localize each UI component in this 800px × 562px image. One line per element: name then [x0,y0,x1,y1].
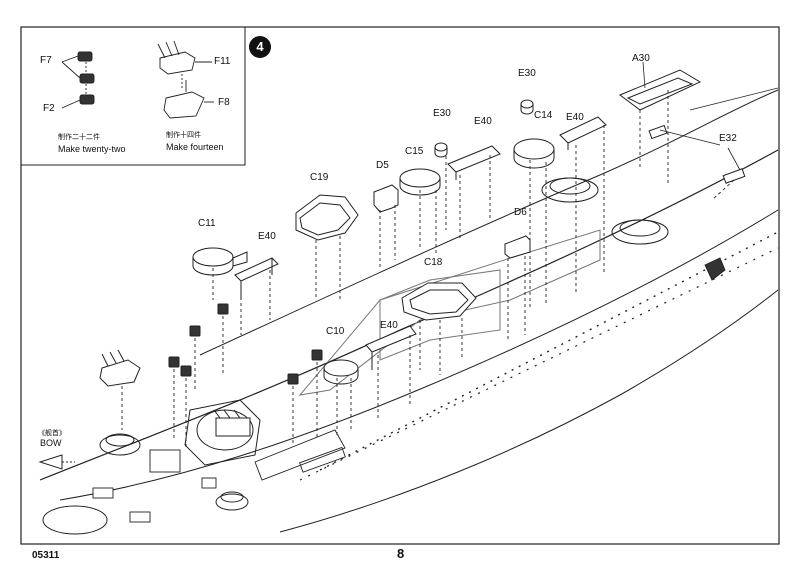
turret-forward-main [184,399,261,466]
part-d6 [504,235,531,259]
label-f11: F11 [214,56,231,67]
part-c19 [295,194,359,241]
hull-waterline [279,289,779,533]
part-e40-b [447,145,501,180]
model-code: 05311 [32,550,60,561]
deck-edge-top [199,89,779,356]
label-e30-b: E30 [518,68,536,79]
bow-label: BOW [40,438,62,448]
part-c18 [401,282,477,321]
hull-outline [39,149,779,481]
bow-label-cn: 《舰首》 [38,429,66,437]
inset-turret-f7-stack [61,51,95,109]
part-a30 [619,69,702,111]
label-e30-a: E30 [433,108,451,119]
inset-turret-f11 [157,40,214,119]
part-c10 [323,359,359,385]
part-c15 [399,168,441,196]
part-e40-a [234,257,279,300]
step-number-badge: 4 [249,36,271,58]
part-c14 [513,138,555,169]
hull-side-line [59,209,779,501]
part-d5 [373,184,399,213]
label-e40-a: E40 [258,231,276,242]
part-e30-a [434,142,448,158]
part-c11 [192,247,248,276]
label-d6: D6 [514,207,527,218]
bow-arrow [38,454,63,470]
label-c11: C11 [198,218,216,229]
part-e40-d [365,325,417,370]
label-c19: C19 [310,172,329,183]
part-e40-c [559,116,607,150]
part-e30-b [520,99,534,115]
label-c15: C15 [405,146,424,157]
label-f7: F7 [40,55,52,66]
note-cn-right: 制作十四件 [166,131,201,139]
deck-details [92,87,779,523]
label-e40-c: E40 [566,112,584,123]
turret-aft-ring [215,491,249,511]
label-d5: D5 [376,160,389,171]
note-cn-left: 制作二十二件 [58,133,100,141]
label-e32: E32 [719,133,737,144]
label-c18: C18 [424,257,443,268]
part-main-turret-top [99,349,141,387]
label-a30: A30 [632,53,650,64]
label-e40-d: E40 [380,320,398,331]
label-c14: C14 [534,110,553,121]
turret-c11-ring [99,433,141,456]
page-number: 8 [397,546,405,561]
deck-ring-3 [42,505,108,535]
label-f8: F8 [218,97,230,108]
note-en-right: Make fourteen [166,142,224,152]
label-e40-b: E40 [474,116,492,127]
deck-ring-1 [541,177,599,203]
label-f2: F2 [43,103,55,114]
small-turret-group [168,303,323,385]
deck-ring-2 [611,219,669,245]
note-en-left: Make twenty-two [58,144,126,154]
label-c10: C10 [326,326,345,337]
